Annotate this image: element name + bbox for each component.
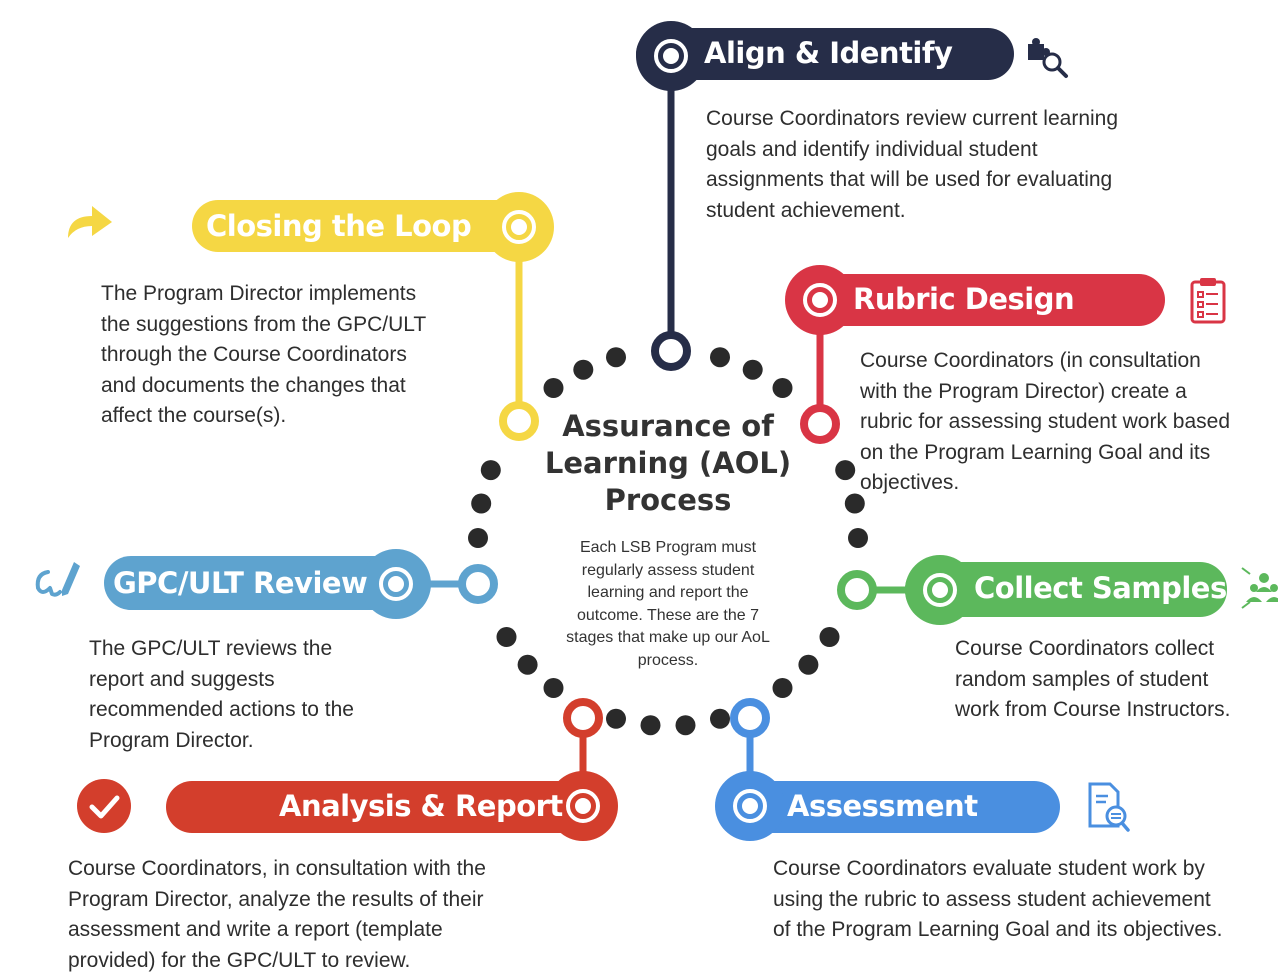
ring-dot bbox=[772, 678, 793, 698]
stage-align-graphic bbox=[636, 21, 1014, 371]
clipboard-checklist-icon bbox=[1190, 278, 1226, 324]
align-ring-node bbox=[651, 331, 691, 371]
collect-label: Collect Samples bbox=[974, 571, 1227, 605]
dotted-ring bbox=[468, 347, 868, 736]
assessment-pill bbox=[720, 781, 1060, 833]
document-search-icon bbox=[1088, 782, 1130, 832]
rubric-pill bbox=[790, 274, 1165, 326]
handwriting-pen-icon bbox=[35, 562, 80, 597]
analysis-description: Course Coordinators, in consultation wit… bbox=[68, 857, 486, 972]
rubric-ring-node bbox=[800, 404, 840, 444]
align-target-icon bbox=[654, 39, 688, 73]
center-title: Assurance of Learning (AOL) Process bbox=[544, 409, 792, 517]
stage-collect-graphic bbox=[837, 555, 1227, 625]
gpc-target-icon bbox=[379, 567, 413, 601]
analysis-pill bbox=[166, 781, 616, 833]
ring-dot bbox=[710, 347, 730, 368]
analysis-ring-node bbox=[563, 698, 603, 738]
ring-dot bbox=[573, 359, 594, 380]
analysis-target-icon bbox=[566, 789, 600, 823]
closing-label: Closing the Loop bbox=[206, 209, 472, 243]
ring-dot bbox=[798, 654, 819, 675]
ring-dot bbox=[543, 678, 564, 698]
gpc-pill bbox=[104, 556, 429, 610]
puzzle-search-icon bbox=[1028, 38, 1068, 78]
closing-pill bbox=[192, 200, 552, 252]
stage-rubric-graphic bbox=[785, 265, 1165, 444]
rubric-label: Rubric Design bbox=[853, 282, 1075, 316]
align-label: Align & Identify bbox=[704, 36, 953, 70]
ring-dot bbox=[835, 460, 856, 481]
checkmark-circle-icon bbox=[77, 779, 131, 833]
closing-ring-node bbox=[499, 401, 539, 441]
people-network-icon bbox=[1241, 567, 1278, 609]
stage-analysis-graphic bbox=[166, 698, 618, 841]
stage-assessment-graphic bbox=[715, 698, 1060, 841]
ring-dot bbox=[480, 460, 501, 481]
ring-dot bbox=[848, 528, 868, 548]
ring-dot bbox=[772, 378, 793, 398]
ring-dot bbox=[844, 493, 865, 514]
collect-target-icon bbox=[923, 573, 957, 607]
assessment-target-icon bbox=[733, 789, 767, 823]
ring-dot bbox=[471, 493, 492, 514]
ring-dot bbox=[742, 359, 763, 380]
gpc-label: GPC/ULT Review bbox=[113, 566, 368, 600]
ring-dot bbox=[517, 654, 538, 675]
ring-dot bbox=[675, 715, 696, 736]
analysis-label: Analysis & Report bbox=[279, 789, 563, 823]
ring-dot bbox=[819, 627, 840, 647]
gpc-description: The GPC/ULT reviews the report and sugge… bbox=[89, 637, 354, 752]
ring-dot bbox=[496, 627, 517, 647]
stage-gpc-graphic bbox=[104, 549, 498, 619]
ring-dot bbox=[710, 708, 730, 729]
assessment-description: Course Coordinators evaluate student wor… bbox=[773, 857, 1223, 941]
collect-pill bbox=[905, 562, 1227, 617]
ring-dot bbox=[640, 715, 661, 736]
share-arrow-icon bbox=[68, 206, 112, 238]
assessment-label: Assessment bbox=[787, 789, 978, 823]
collect-description: Course Coordinators collect random sampl… bbox=[955, 637, 1231, 721]
stage-closing-graphic bbox=[192, 192, 554, 441]
gpc-ring-node bbox=[458, 564, 498, 604]
rubric-target-icon bbox=[803, 283, 837, 317]
assessment-ring-node bbox=[730, 698, 770, 738]
ring-dot bbox=[468, 528, 488, 548]
ring-dot bbox=[606, 347, 626, 368]
collect-ring-node bbox=[837, 570, 877, 610]
rubric-description: Course Coordinators (in consultation wit… bbox=[860, 349, 1231, 494]
align-description: Course Coordinators review current learn… bbox=[706, 107, 1119, 222]
center-description: Each LSB Program must regularly assess s… bbox=[566, 539, 770, 669]
ring-dot bbox=[543, 378, 564, 398]
closing-description: The Program Director implements the sugg… bbox=[101, 282, 427, 427]
ring-dot bbox=[606, 708, 626, 729]
align-pill bbox=[636, 28, 1014, 80]
closing-target-icon bbox=[502, 210, 536, 244]
